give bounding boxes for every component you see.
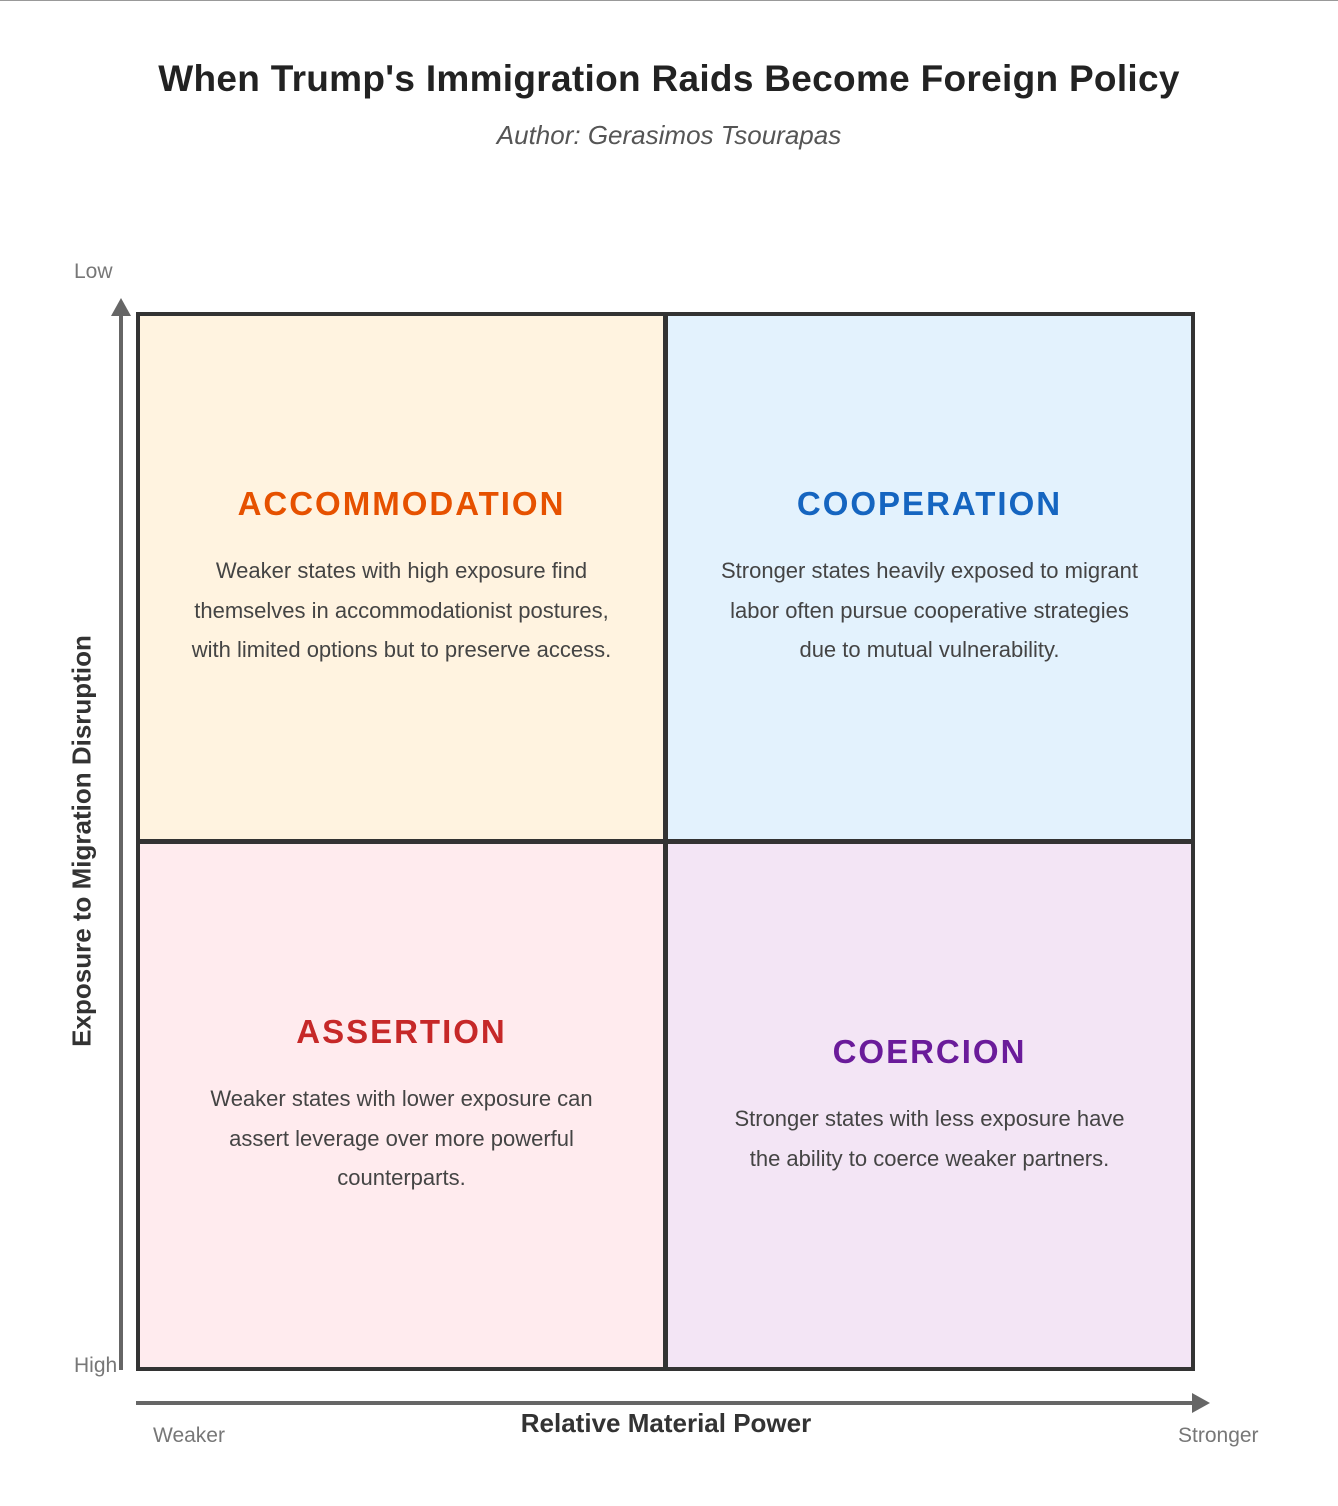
y-axis-top-tick: Low [74,260,113,283]
quadrant-description: Weaker states with high exposure find th… [191,558,612,663]
quadrant-assertion: ASSERTION Weaker states with lower expos… [140,844,663,1367]
author-subtitle: Author: Gerasimos Tsourapas [496,120,842,150]
quadrant-title: ACCOMMODATION [237,485,566,523]
y-axis-arrow-icon [111,298,131,316]
quadrant-grid: ACCOMMODATION Weaker states with high ex… [136,312,1195,1371]
x-axis-left-tick: Weaker [153,1424,225,1447]
quadrant-description: Stronger states with less exposure have … [734,1106,1125,1171]
x-axis-right-tick: Stronger [1178,1424,1259,1447]
quadrant-title: COERCION [832,1033,1027,1070]
y-axis-line [119,312,123,1370]
quadrant-cooperation: COOPERATION Stronger states heavily expo… [668,316,1191,839]
x-axis-arrow-icon [1192,1393,1210,1413]
quadrant-description: Weaker states with lower exposure can as… [210,1086,593,1191]
quadrant-title: COOPERATION [796,485,1063,523]
diagram-title: When Trump's Immigration Raids Become Fo… [158,58,1180,99]
y-axis-bottom-tick: High [74,1354,118,1377]
quadrant-title: ASSERTION [296,1013,507,1051]
x-axis-label: Relative Material Power [520,1408,812,1438]
y-axis-label: Exposure to Migration Disruption [66,635,97,1047]
x-axis-line [136,1401,1194,1405]
quadrant-coercion: COERCION Stronger states with less expos… [668,844,1191,1367]
quadrant-accommodation: ACCOMMODATION Weaker states with high ex… [140,316,663,839]
top-border [0,0,1338,1]
quadrant-description: Stronger states heavily exposed to migra… [720,558,1138,663]
